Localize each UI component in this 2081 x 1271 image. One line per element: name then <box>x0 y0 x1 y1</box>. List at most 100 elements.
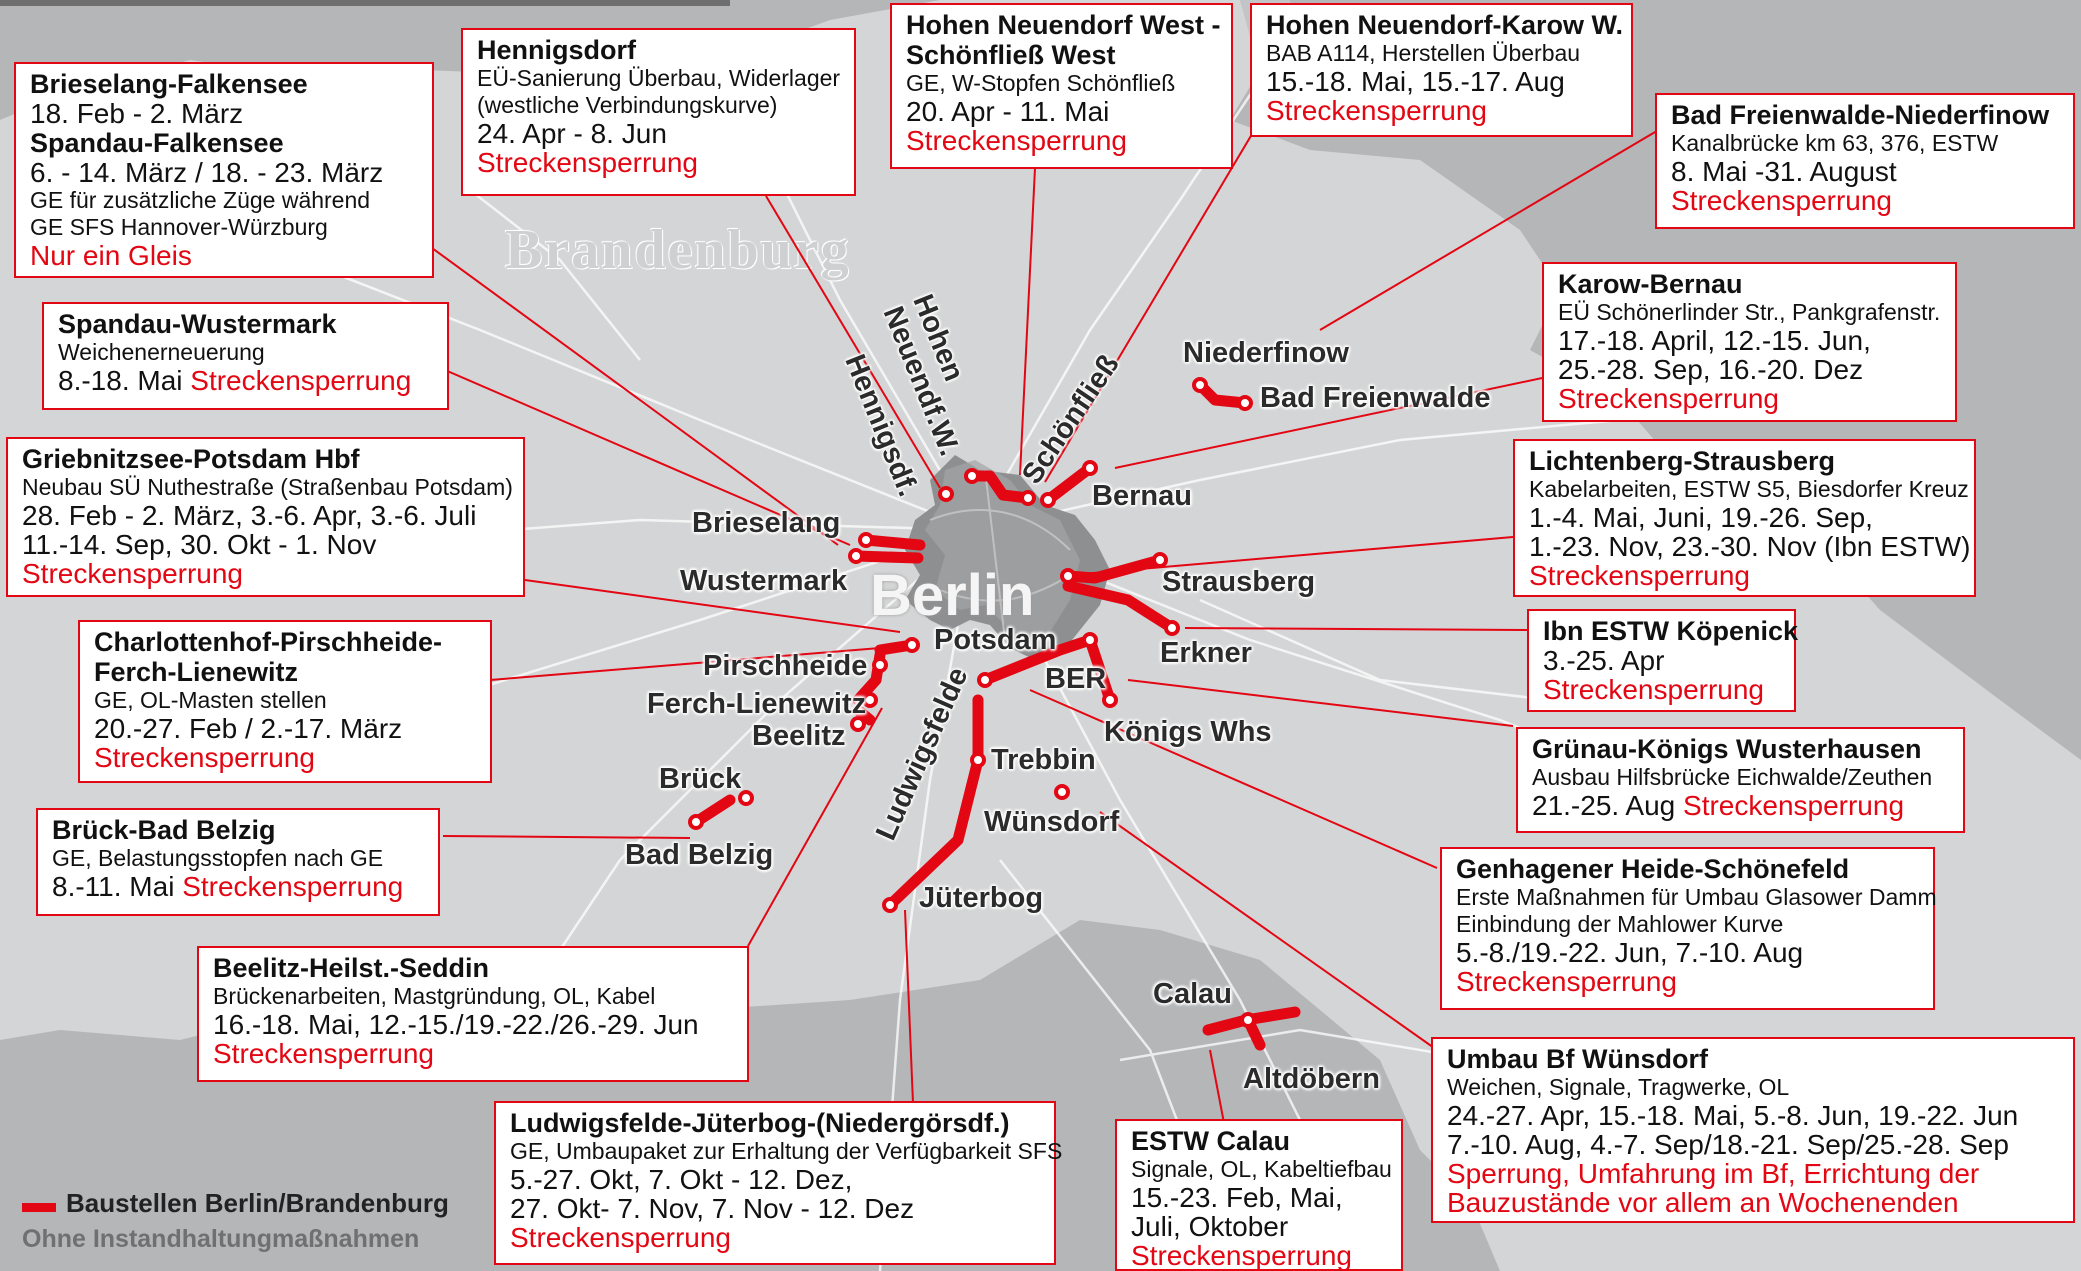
box-umbau-bf-wuensdorf: Umbau Bf Wünsdorf Weichen, Signale, Trag… <box>1431 1037 2075 1223</box>
box-title: Brieselang-Falkensee <box>30 69 308 99</box>
box-status: Streckensperrung <box>1558 383 1780 414</box>
box-title: Ludwigsfelde-Jüterbog-(Niedergörsdf.) <box>510 1108 1010 1138</box>
box-status: Streckensperrung <box>510 1222 732 1253</box>
box-genhagener-heide: Genhagener Heide-Schönefeld Erste Maßnah… <box>1440 847 1937 1010</box>
box-dates: 25.-28. Sep, 16.-20. Dez <box>1558 354 1864 385</box>
box-gruenau: Grünau-Königs Wusterhausen Ausbau Hilfsb… <box>1516 727 1965 833</box>
box-title: Ferch-Lienewitz <box>94 657 299 687</box>
box-dates-line: 8.-18. Mai Streckensperrung <box>58 366 435 395</box>
box-status: Streckensperrung <box>1266 95 1488 126</box>
region-label: Brandenburg <box>505 219 851 281</box>
box-desc: EÜ-Sanierung Überbau, Widerlager <box>477 65 841 91</box>
box-desc: GE SFS Hannover-Würzburg <box>30 214 328 240</box>
box-charlottenhof: Charlottenhof-Pirschheide- Ferch-Lienewi… <box>78 620 492 783</box>
box-title-line: Ibn ESTW Köpenick <box>1543 616 1798 646</box>
top-bar <box>0 0 730 6</box>
place-wuensdorf: Wünsdorf <box>984 806 1120 838</box>
box-title: Umbau Bf Wünsdorf <box>1447 1044 1708 1074</box>
place-niederfinow: Niederfinow <box>1183 337 1349 369</box>
place-beelitz: Beelitz <box>752 720 846 752</box>
box-desc: GE, Belastungsstopfen nach GE <box>52 845 384 871</box>
box-status: Nur ein Gleis <box>30 240 192 271</box>
place-brueck: Brück <box>659 763 742 795</box>
box-desc: GE, Umbaupaket zur Erhaltung der Verfügb… <box>510 1138 1063 1164</box>
box-desc: Einbindung der Mahlower Kurve <box>1456 911 1784 937</box>
box-hohen-neuendorf-west: Hohen Neuendorf West - Schönfließ West G… <box>890 3 1233 169</box>
box-dates: 7.-10. Aug, 4.-7. Sep/18.-21. Sep/25.-28… <box>1447 1129 2009 1160</box>
box-dates: 6. - 14. März / 18. - 23. März <box>30 157 384 188</box>
place-bernau: Bernau <box>1092 480 1192 512</box>
box-hohen-neuendorf-karow: Hohen Neuendorf-Karow W. BAB A114, Herst… <box>1250 3 1633 137</box>
box-dates: 5.-8./19.-22. Jun, 7.-10. Aug <box>1456 937 1804 968</box>
box-brueck-bad-belzig: Brück-Bad Belzig GE, Belastungsstopfen n… <box>36 808 440 916</box>
box-dates: 24.-27. Apr, 15.-18. Mai, 5.-8. Jun, 19.… <box>1447 1100 2019 1131</box>
box-dates: 18. Feb - 2. März <box>30 98 244 129</box>
box-dates: 28. Feb - 2. März, 3.-6. Apr, 3.-6. Juli <box>22 500 477 531</box>
legend-swatch <box>22 1203 56 1213</box>
box-dates: Juli, Oktober <box>1131 1211 1289 1242</box>
box-status: Streckensperrung <box>1671 185 1893 216</box>
place-bad-freienwalde: Bad Freienwalde <box>1260 382 1491 414</box>
box-title: Beelitz-Heilst.-Seddin <box>213 953 490 983</box>
box-status: Streckensperrung <box>213 1038 435 1069</box>
place-jueterbog: Jüterbog <box>919 882 1044 914</box>
box-spandau-wustermark: Spandau-Wustermark Weichenerneuerung 8.-… <box>42 302 449 410</box>
box-status: Streckensperrung <box>190 365 412 396</box>
box-bad-freienwalde: Bad Freienwalde-Niederfinow Kanalbrücke … <box>1655 93 2075 229</box>
box-status: Streckensperrung <box>1529 560 1751 591</box>
box-dates: 11.-14. Sep, 30. Okt - 1. Nov <box>22 529 377 560</box>
box-estw-calau: ESTW Calau Signale, OL, Kabeltiefbau 15.… <box>1115 1119 1403 1271</box>
box-status: Streckensperrung <box>1543 674 1765 705</box>
legend: Baustellen Berlin/Brandenburg Ohne Insta… <box>22 1188 449 1254</box>
box-desc: Brückenarbeiten, Mastgründung, OL, Kabel <box>213 983 656 1009</box>
box-status: Bauzustände vor allem an Wochenenden <box>1447 1187 1959 1218</box>
box-title: Grünau-Königs Wusterhausen <box>1532 734 1922 764</box>
place-strausberg: Strausberg <box>1162 566 1316 598</box>
box-desc: Neubau SÜ Nuthestraße (Straßenbau Potsda… <box>22 474 513 500</box>
place-ber: BER <box>1045 663 1107 695</box>
box-dates: 1.-4. Mai, Juni, 19.-26. Sep, <box>1529 502 1873 533</box>
box-dates: 8.-11. Mai <box>52 871 175 902</box>
box-title: Griebnitzsee-Potsdam Hbf <box>22 444 360 474</box>
box-title: Lichtenberg-Strausberg <box>1529 446 1836 476</box>
box-title: Charlottenhof-Pirschheide- <box>94 627 443 657</box>
box-dates: 21.-25. Aug <box>1532 790 1676 821</box>
box-title: ESTW Calau <box>1131 1126 1291 1156</box>
box-status: Streckensperrung <box>906 125 1128 156</box>
box-dates: 24. Apr - 8. Jun <box>477 118 667 149</box>
box-title: Hohen Neuendorf West - <box>906 10 1221 40</box>
place-wustermark: Wustermark <box>680 565 848 597</box>
box-desc: GE, W-Stopfen Schönfließ <box>906 70 1176 96</box>
box-title: Spandau-Wustermark <box>58 309 337 339</box>
box-dates: 8. Mai -31. August <box>1671 156 1897 187</box>
box-ludwigsfelde-jueterbog: Ludwigsfelde-Jüterbog-(Niedergörsdf.) GE… <box>494 1101 1063 1265</box>
box-desc: Signale, OL, Kabeltiefbau <box>1131 1156 1392 1182</box>
box-dates: 8.-18. Mai <box>58 365 183 396</box>
box-dates-line: 8.-11. Mai Streckensperrung <box>52 872 426 901</box>
box-title: Bad Freienwalde-Niederfinow <box>1671 100 2050 130</box>
legend-note: Ohne Instandhaltungmaßnahmen <box>22 1225 420 1253</box>
box-dates: 20.-27. Feb / 2.-17. März <box>94 713 403 744</box>
box-status: Streckensperrung <box>22 558 244 589</box>
box-desc: EÜ Schönerlinder Str., Pankgrafenstr. <box>1558 299 1941 325</box>
box-desc: (westliche Verbindungskurve) <box>477 92 778 118</box>
place-brieselang: Brieselang <box>692 507 841 539</box>
box-desc: Weichen, Signale, Tragwerke, OL <box>1447 1074 1790 1100</box>
box-status: Streckensperrung <box>182 871 404 902</box>
box-status: Streckensperrung <box>477 147 699 178</box>
box-title: Schönfließ West <box>906 40 1116 70</box>
box-status: Streckensperrung <box>1131 1240 1353 1271</box>
box-dates: 16.-18. Mai, 12.-15./19.-22./26.-29. Jun <box>213 1009 699 1040</box>
place-koenigs-whs: Königs Whs <box>1104 716 1272 748</box>
box-title: Hohen Neuendorf-Karow W. <box>1266 10 1623 40</box>
city-label: Berlin <box>870 563 1035 628</box>
box-status: Sperrung, Umfahrung im Bf, Errichtung de… <box>1447 1158 1980 1189</box>
box-dates: 17.-18. April, 12.-15. Jun, <box>1558 325 1871 356</box>
box-desc: Kabelarbeiten, ESTW S5, Biesdorfer Kreuz <box>1529 476 1969 502</box>
box-title: Ibn ESTW <box>1543 616 1669 646</box>
box-title-rest: Köpenick <box>1668 616 1799 646</box>
box-desc: Erste Maßnahmen für Umbau Glasower Damm <box>1456 884 1937 910</box>
box-ibn-estw-koepenick: Ibn ESTW Köpenick 3.-25. Apr Streckenspe… <box>1527 609 1798 712</box>
